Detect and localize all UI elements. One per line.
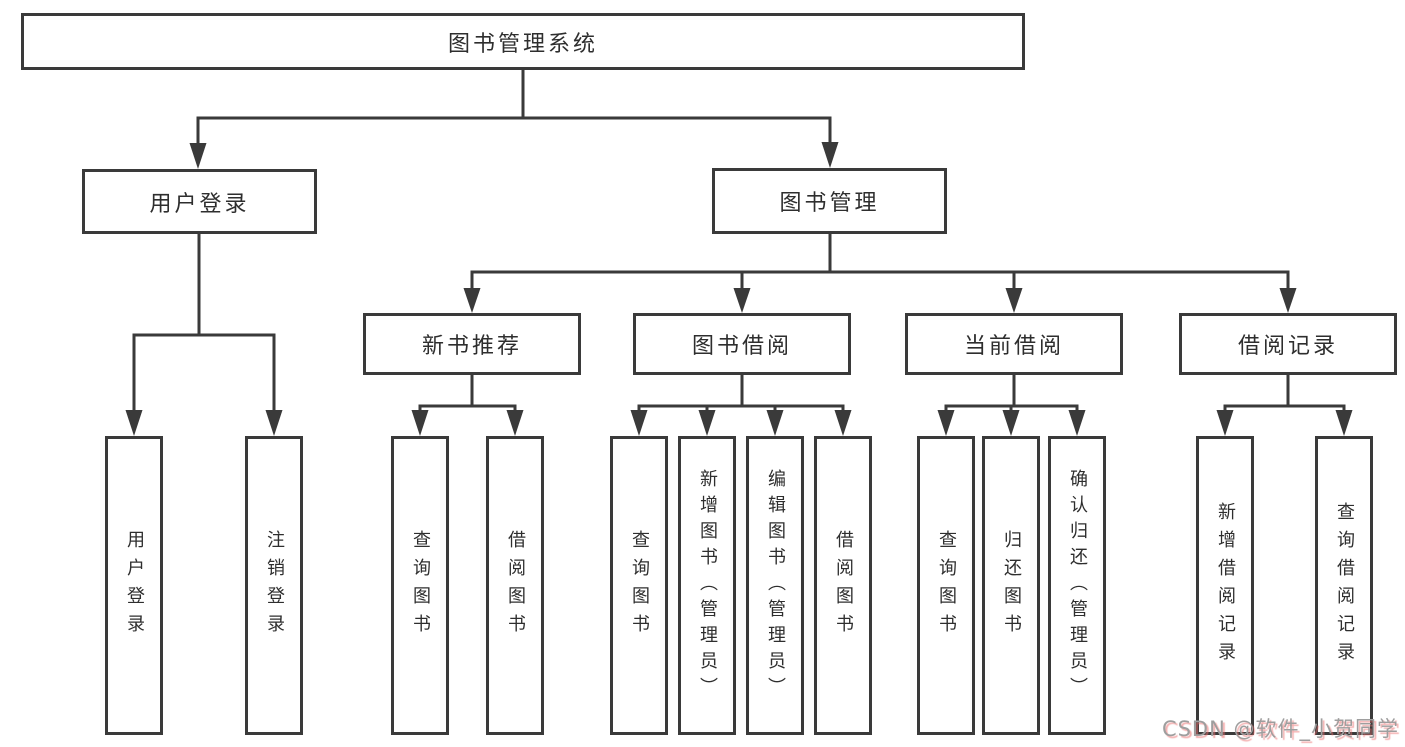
leaf-query-books-recommend: 查询图书 — [391, 436, 449, 735]
arrowhead — [1216, 410, 1234, 436]
leaf-return-books: 归还图书 — [982, 436, 1040, 735]
csdn-watermark: CSDN @软件_小贺同学 — [1161, 717, 1399, 741]
arrowhead — [733, 288, 751, 313]
leaf-add-books-admin: 新增图书（管理员） — [678, 436, 736, 735]
leaf-query-borrow-record: 查询借阅记录 — [1315, 436, 1373, 735]
node-book-borrow: 图书借阅 — [633, 313, 851, 375]
arrowhead — [937, 410, 955, 436]
node-current-borrow: 当前借阅 — [905, 313, 1123, 375]
arrowhead — [1068, 410, 1086, 436]
arrowhead — [630, 410, 648, 436]
arrowhead — [1335, 410, 1353, 436]
arrowhead — [1002, 410, 1020, 436]
node-borrow-records: 借阅记录 — [1179, 313, 1397, 375]
node-library-management-system: 图书管理系统 — [21, 13, 1025, 70]
leaf-borrow-books-recommend: 借阅图书 — [486, 436, 544, 735]
arrowhead — [1005, 288, 1023, 313]
node-user-login: 用户登录 — [82, 169, 317, 234]
arrowhead — [821, 142, 839, 168]
leaf-query-books-borrow: 查询图书 — [610, 436, 668, 735]
leaf-logout-login: 注销登录 — [245, 436, 303, 735]
arrowhead — [125, 410, 143, 436]
arrowhead — [189, 143, 207, 169]
arrowheads — [125, 142, 1353, 436]
leaf-borrow-books-borrow: 借阅图书 — [814, 436, 872, 735]
leaf-confirm-return-admin: 确认归还（管理员） — [1048, 436, 1106, 735]
node-new-book-recommend: 新书推荐 — [363, 313, 581, 375]
arrowhead — [698, 410, 716, 436]
arrowhead — [834, 410, 852, 436]
arrowhead — [463, 288, 481, 313]
arrowhead — [265, 410, 283, 436]
arrowhead — [506, 410, 524, 436]
leaf-add-borrow-record: 新增借阅记录 — [1196, 436, 1254, 735]
arrowhead — [766, 410, 784, 436]
leaf-edit-books-admin: 编辑图书（管理员） — [746, 436, 804, 735]
arrowhead — [411, 410, 429, 436]
leaf-query-books-current: 查询图书 — [917, 436, 975, 735]
arrowhead — [1279, 288, 1297, 313]
node-book-management: 图书管理 — [712, 168, 947, 234]
leaf-user-login: 用户登录 — [105, 436, 163, 735]
